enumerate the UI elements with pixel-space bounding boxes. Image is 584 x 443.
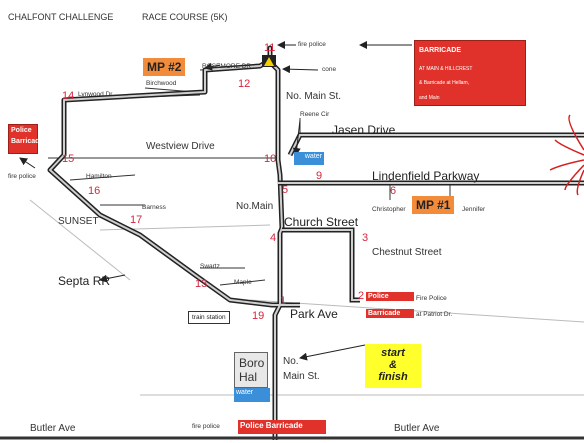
marker-17: 17 [130, 214, 143, 226]
boro-hall: Boro Hal [234, 352, 268, 388]
train-station: train station [188, 311, 230, 324]
fire-police-top: fire police [298, 41, 326, 48]
police-barricade-left: Police Barricade [8, 124, 44, 154]
start-finish-box: start & finish [365, 344, 421, 388]
street-swartz: Swartz [200, 263, 220, 270]
start-line1: start [381, 347, 405, 359]
street-church: Church Street [284, 215, 359, 229]
street-barness: Barness [142, 204, 166, 211]
mp1-badge: MP #1 [412, 196, 455, 214]
street-hamilton: Hamilton [86, 173, 112, 180]
street-butler-left: Butler Ave [30, 423, 76, 434]
barricade-line2: & Barricade at Hellam, [419, 80, 470, 86]
street-septa: Septa RR [58, 274, 111, 288]
street-reene: Reene Cir [300, 111, 330, 118]
street-jasen: Jasen Drive [332, 123, 396, 137]
boro-hall-line2: Hal [239, 370, 258, 384]
marker-3: 3 [362, 232, 369, 244]
header-title: CHALFONT CHALLENGE [8, 12, 114, 22]
street-butler-right: Butler Ave [394, 423, 440, 434]
street-no-main-top: No. Main St. [286, 91, 342, 102]
marker-4: 4 [270, 232, 277, 244]
street-chestnut: Chestnut Street [372, 247, 442, 258]
marker-9: 9 [316, 170, 323, 182]
marker-14: 14 [62, 90, 75, 102]
street-westview: Westview Drive [146, 141, 215, 152]
fire-police-left: fire police [8, 173, 36, 180]
marker-15: 15 [62, 153, 75, 165]
marker-10: 10 [264, 153, 277, 165]
street-no-main-bottom-1: No. [283, 356, 299, 367]
barricade-line1: AT MAIN & HILLCREST [419, 66, 473, 72]
police-right-label: Police [366, 292, 414, 301]
marker-16: 16 [88, 185, 101, 197]
at-patriot-label: at Patriot Dr. [416, 311, 453, 318]
cone-icon [262, 55, 276, 67]
water-mid: water [294, 152, 324, 165]
marker-2: 2 [358, 290, 365, 302]
police-barricade-left-line2: Barricade [11, 138, 44, 145]
barricade-title: BARRICADE [419, 47, 461, 54]
street-christopher: Christopher [372, 206, 406, 213]
barricade-right-label: Barricade [366, 309, 414, 318]
barricade-line3: and Main [419, 95, 440, 101]
logo-burst-icon [549, 114, 584, 196]
street-jennifer: Jennifer [462, 206, 486, 213]
fire-police-bottom: fire police [192, 423, 220, 430]
fire-police-right: Fire Police [416, 295, 447, 302]
water-bottom: water [234, 388, 270, 402]
mp2-badge: MP #2 [143, 58, 186, 76]
start-line3: finish [378, 371, 408, 383]
street-park: Park Ave [290, 307, 338, 321]
police-barricade-bottom: Police Barricade [238, 420, 326, 434]
marker-13: 13 [195, 278, 208, 290]
street-rosemore: ROSEMORE DR [202, 63, 252, 70]
marker-1: 1 [280, 295, 287, 307]
barricade-box: BARRICADE AT MAIN & HILLCREST & Barricad… [414, 40, 526, 106]
street-no-main-mid: No.Main [236, 201, 274, 212]
marker-12: 12 [238, 78, 251, 90]
street-lynwood: Lynwood Dr. [78, 91, 114, 98]
cone-label: cone [322, 66, 337, 73]
police-barricade-left-line1: Police [11, 127, 32, 134]
street-sunset: SUNSET [58, 216, 99, 227]
marker-11: 11 [264, 42, 276, 54]
header-subtitle: RACE COURSE (5K) [142, 12, 228, 22]
boro-hall-line1: Boro [239, 356, 265, 370]
street-birchwood: Birchwood [146, 80, 177, 87]
street-maple: Maple [234, 279, 252, 286]
street-no-main-bottom-2: Main St. [283, 371, 320, 382]
street-lindenfield: Lindenfield Parkway [372, 169, 480, 183]
start-line2: & [389, 359, 397, 371]
marker-5: 5 [282, 184, 289, 196]
marker-6: 6 [390, 185, 397, 197]
marker-19: 19 [252, 310, 265, 322]
